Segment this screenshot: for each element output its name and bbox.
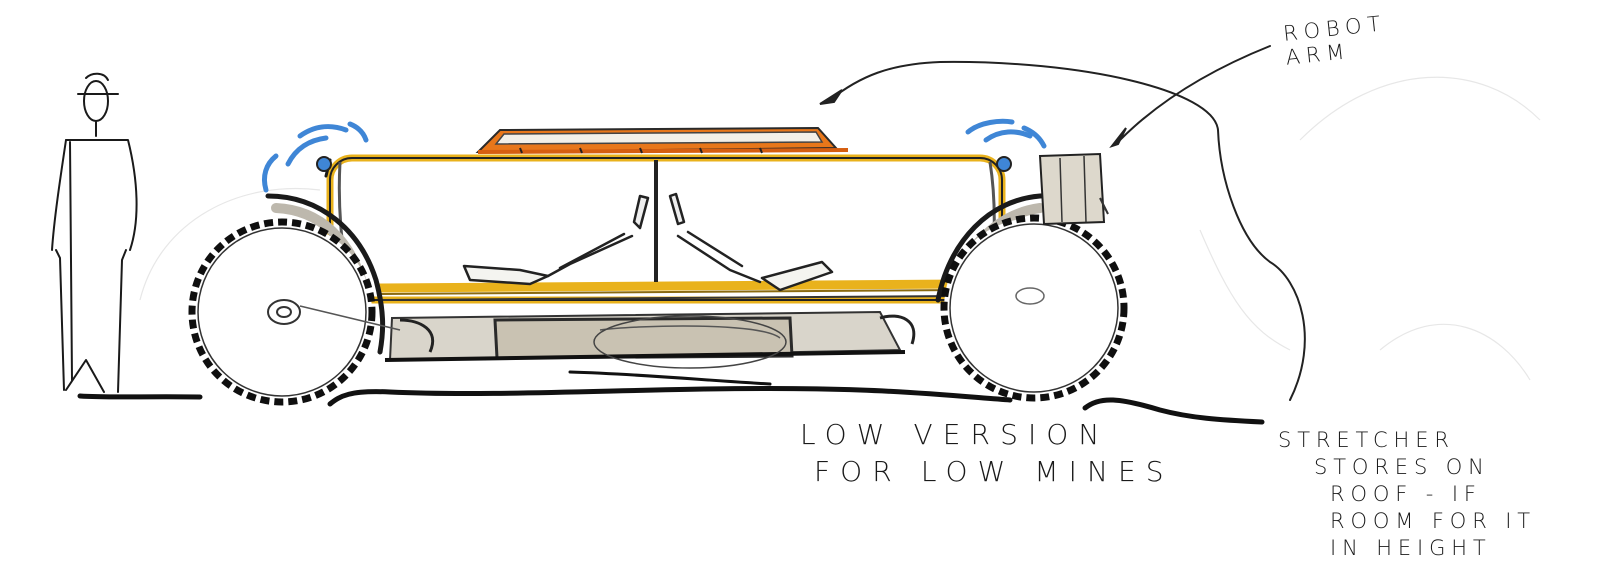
ground-line [77,370,1265,425]
vehicle-lights [316,156,1012,172]
low-version-label-line-2: FOR LOW MINES [814,455,1174,488]
left-wheel [188,218,401,406]
stretcher-label-line-3: ROOF - IF [1330,482,1482,506]
roof-stretcher [475,126,849,154]
stretcher-label-line-4: ROOM FOR IT [1330,509,1537,533]
low-version-label-line-1: LOW VERSION [800,418,1110,451]
low-version-label: LOW VERSION FOR LOW MINES [800,418,1174,488]
seated-occupants [462,192,834,292]
stretcher-label: STRETCHER STORES ON ROOF - IF ROOM FOR I… [1278,428,1536,560]
right-wheel [940,214,1128,402]
signal-waves [261,118,1047,193]
human-figure [51,72,138,393]
vehicle-cabin-frame [326,154,1006,304]
callout-arrows [819,45,1306,401]
vehicle-lower-body [384,310,916,369]
robot-arm [1038,152,1109,226]
stretcher-label-line-5: IN HEIGHT [1330,536,1492,560]
stretcher-label-line-1: STRETCHER [1278,428,1455,452]
stretcher-label-line-2: STORES ON [1314,455,1490,479]
background-construction-lines [139,76,1541,381]
